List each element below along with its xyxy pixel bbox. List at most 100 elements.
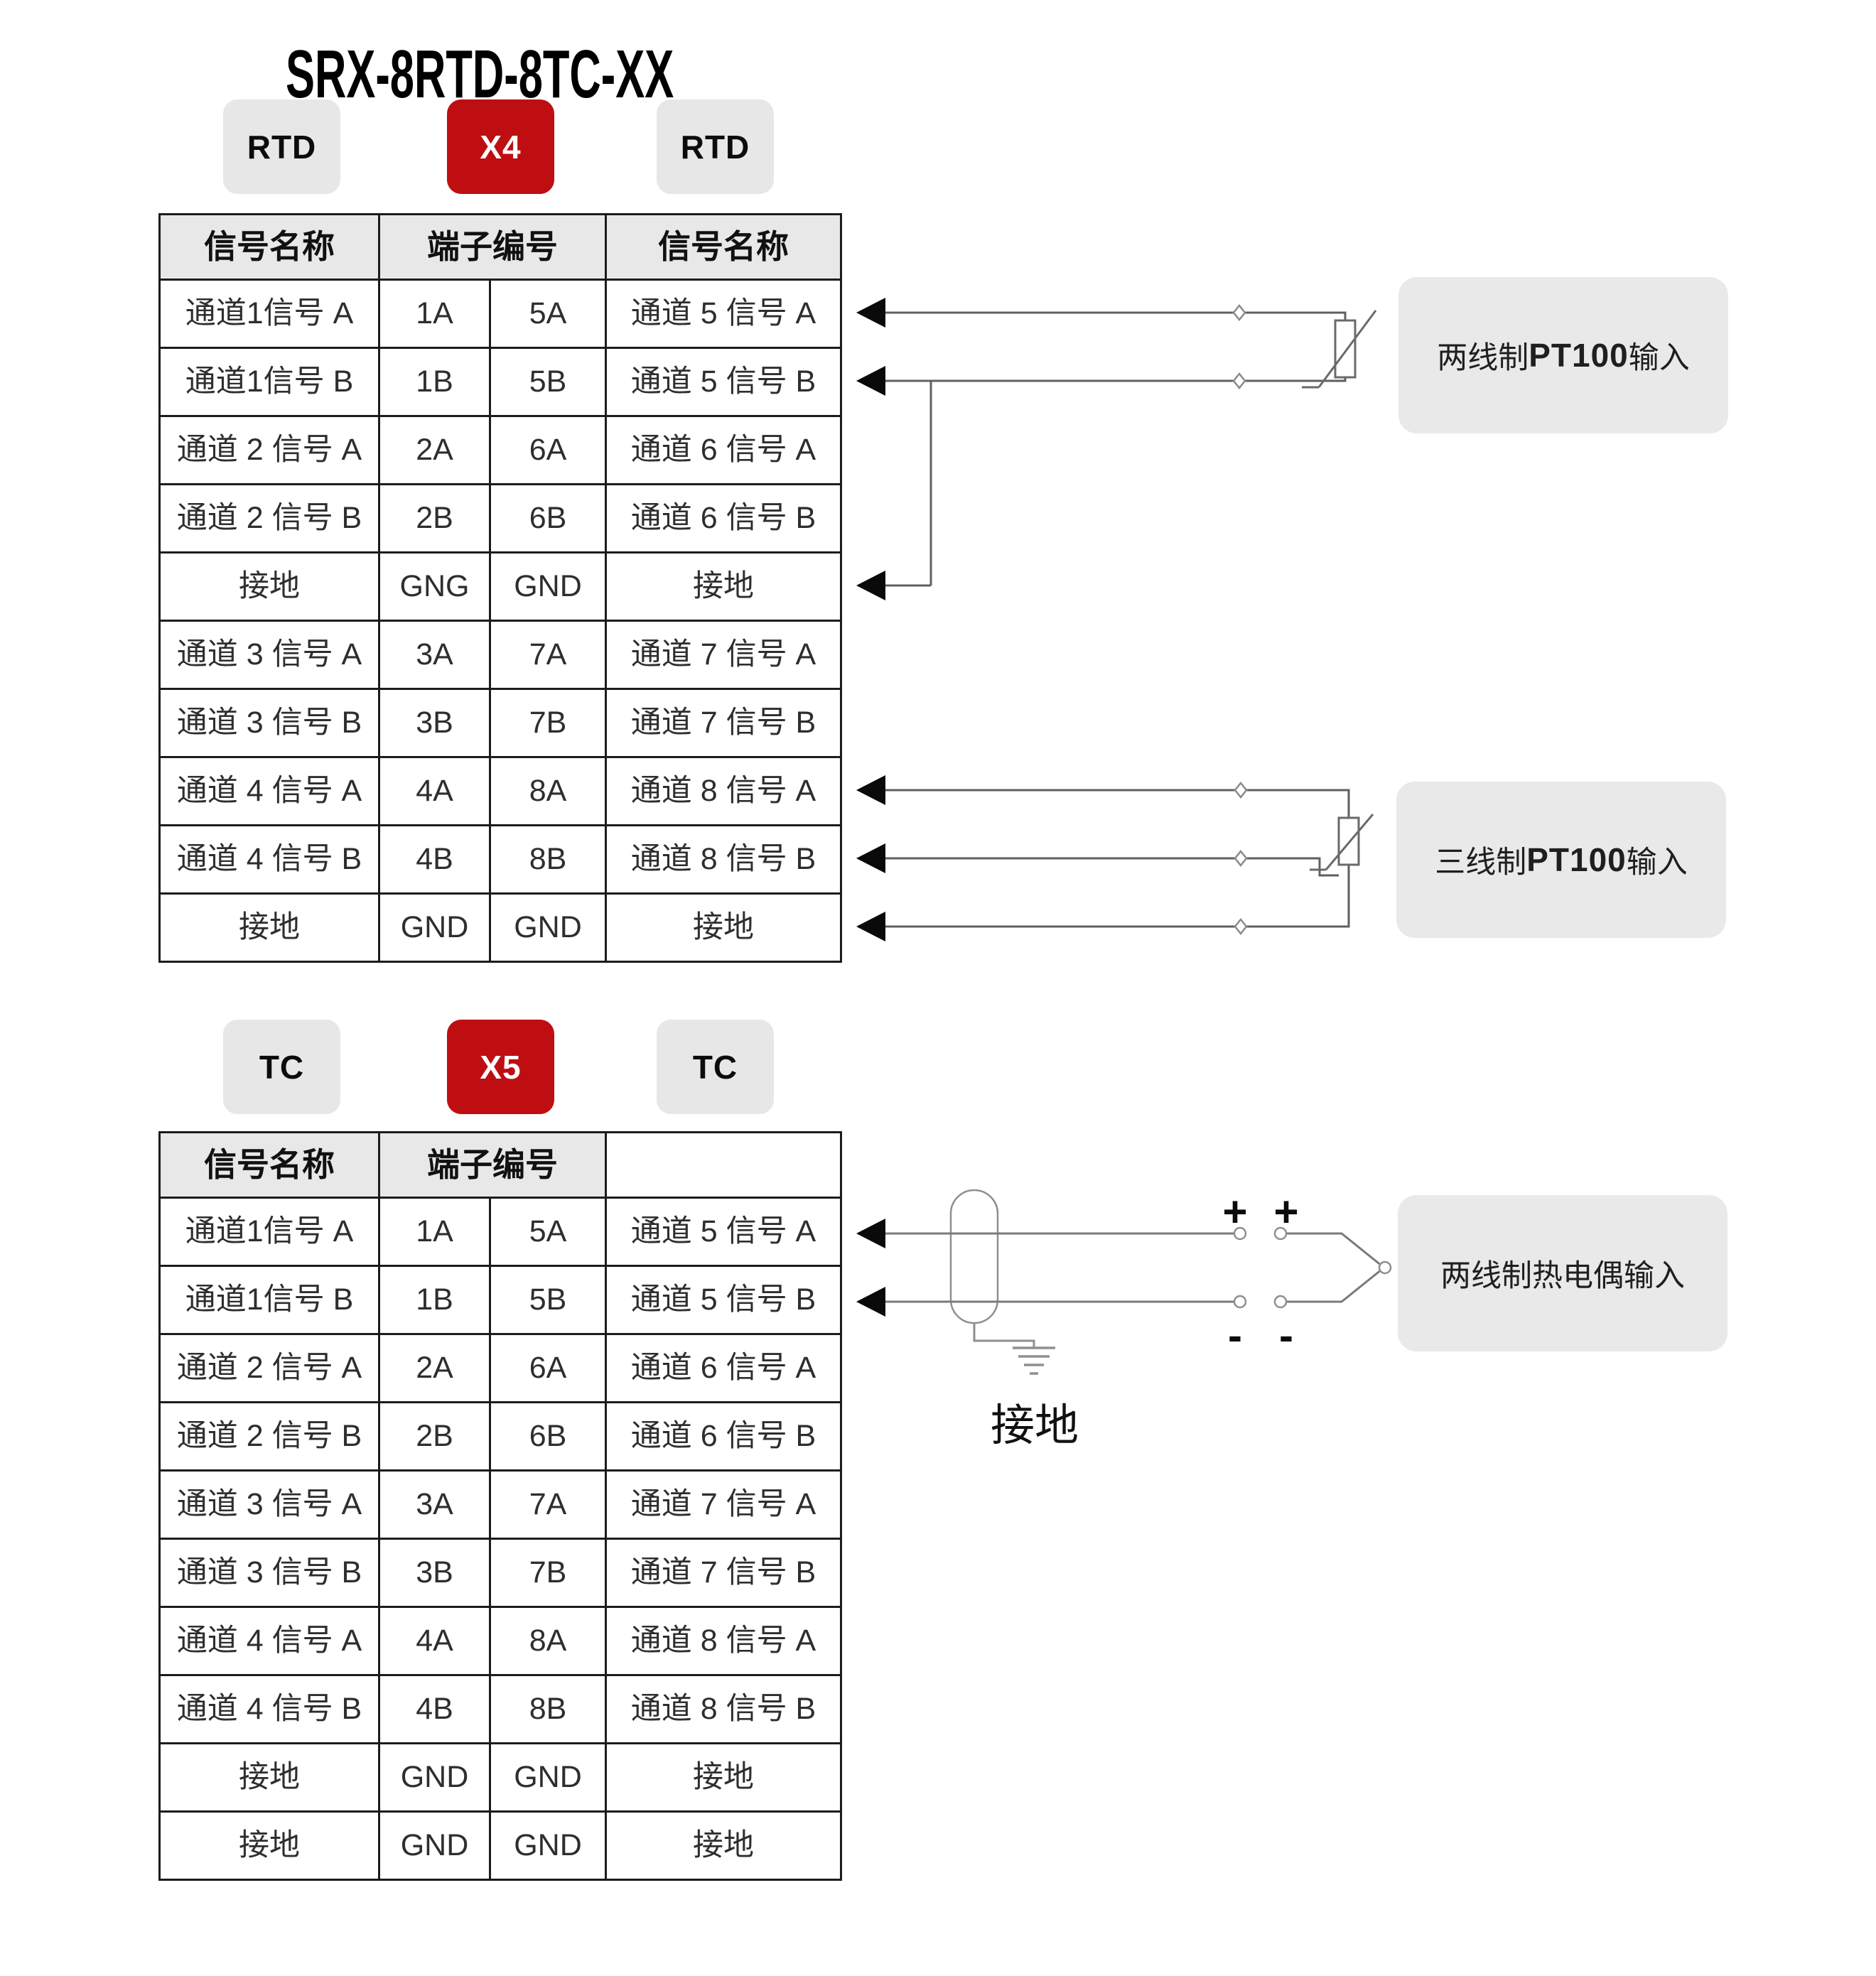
signal-name-cell: 通道 8 信号 A	[605, 756, 842, 826]
three-wire-pt100-circuit	[882, 781, 1374, 936]
terminal-number-cell: 2B	[378, 483, 491, 554]
note-text: 两线制热电偶输入	[1440, 1259, 1685, 1293]
signal-name-cell: 通道 6 信号 B	[605, 483, 842, 554]
signal-name-cell: 通道 3 信号 A	[158, 620, 380, 690]
terminal-number-cell: 4A	[378, 756, 491, 826]
column-header: 端子编号	[378, 213, 607, 281]
terminal-number-cell: 8B	[489, 1674, 607, 1744]
wire-ch5b	[882, 377, 1347, 382]
left-arrowhead-icon	[856, 366, 885, 396]
wire-tc-junction-plus	[1286, 1232, 1382, 1267]
terminal-number-cell: 7A	[489, 620, 607, 690]
terminal-circle-icon	[1233, 1295, 1247, 1309]
terminal-number-cell: 5A	[489, 279, 607, 349]
ground-label: 接地	[990, 1399, 1079, 1451]
note-thermocouple: 两线制热电偶输入	[1398, 1195, 1727, 1351]
terminal-number-cell: 4B	[378, 824, 491, 895]
signal-name-cell: 通道 2 信号 A	[158, 415, 380, 485]
terminal-number-cell: GND	[489, 892, 607, 963]
signal-name-cell: 接地	[605, 1810, 842, 1881]
terminal-number-cell: 8A	[489, 1606, 607, 1676]
signal-name-cell: 通道 5 信号 A	[605, 1197, 842, 1267]
signal-name-cell: 接地	[158, 1742, 380, 1813]
shield-drain-wire	[973, 1323, 1035, 1348]
terminal-number-cell: GND	[489, 1742, 607, 1813]
signal-name-cell: 通道 6 信号 B	[605, 1401, 842, 1472]
badge-rtd-left: RTD	[223, 99, 340, 194]
terminal-number-cell: 3B	[378, 688, 491, 758]
signal-name-cell: 通道 6 信号 A	[605, 1333, 842, 1403]
terminal-number-cell: 5B	[489, 1265, 607, 1335]
terminal-number-cell: 6A	[489, 1333, 607, 1403]
terminal-number-cell: 2A	[378, 1333, 491, 1403]
terminal-number-cell: 8A	[489, 756, 607, 826]
wire-ground	[882, 865, 1350, 928]
signal-name-cell: 通道 4 信号 A	[158, 756, 380, 826]
signal-name-cell: 通道 3 信号 B	[158, 1538, 380, 1608]
signal-name-cell: 接地	[605, 551, 842, 622]
wire-ch8b	[882, 857, 1339, 877]
terminal-number-cell: 1B	[378, 347, 491, 417]
signal-name-cell: 通道 7 信号 A	[605, 620, 842, 690]
signal-name-cell: 接地	[158, 892, 380, 963]
minus-sign: -	[1279, 1312, 1293, 1359]
terminal-number-cell: 3A	[378, 620, 491, 690]
diamond-marker-icon	[1232, 372, 1246, 390]
terminal-number-cell: 6B	[489, 483, 607, 554]
wire-ch8a	[882, 789, 1350, 818]
terminal-number-cell: 1B	[378, 1265, 491, 1335]
badge-tc-right: TC	[657, 1020, 774, 1114]
signal-name-cell: 通道1信号 A	[158, 1197, 380, 1267]
left-arrowhead-icon	[856, 843, 885, 873]
thermocouple-circuit	[882, 1189, 1392, 1375]
signal-name-cell: 接地	[158, 1810, 380, 1881]
left-arrowhead-icon	[856, 912, 885, 941]
left-arrowhead-icon	[856, 298, 885, 328]
terminal-number-cell: 4B	[378, 1674, 491, 1744]
plus-sign: +	[1273, 1188, 1299, 1236]
signal-name-cell: 通道 3 信号 B	[158, 688, 380, 758]
note-text-bold: PT100	[1526, 841, 1627, 878]
signal-name-cell: 通道1信号 A	[158, 279, 380, 349]
signal-name-cell: 接地	[158, 551, 380, 622]
signal-name-cell: 通道 4 信号 A	[158, 1606, 380, 1676]
plus-sign: +	[1222, 1188, 1248, 1236]
row-pointers	[856, 298, 885, 1317]
terminal-number-cell: 3B	[378, 1538, 491, 1608]
terminal-number-cell: 8B	[489, 824, 607, 895]
signal-name-cell: 通道 6 信号 A	[605, 415, 842, 485]
badge-tc-left: TC	[223, 1020, 340, 1114]
terminal-number-cell: 7B	[489, 1538, 607, 1608]
badge-connector-x5: X5	[447, 1020, 554, 1114]
wire-shield-to-ground	[882, 381, 932, 587]
terminal-number-cell: GND	[489, 1810, 607, 1881]
header-row: 信号名称端子编号	[158, 1131, 842, 1199]
note-text-bold: PT100	[1529, 337, 1629, 374]
signal-name-cell: 通道 2 信号 B	[158, 1401, 380, 1472]
note-text: 两线制	[1437, 341, 1529, 375]
terminal-number-cell: 4A	[378, 1606, 491, 1676]
signal-name-cell: 通道 8 信号 B	[605, 1674, 842, 1744]
column-header: 端子编号	[378, 1131, 607, 1199]
terminal-number-cell: 3A	[378, 1469, 491, 1540]
terminal-number-cell: 6A	[489, 415, 607, 485]
note-two-wire-pt100: 两线制 PT100 输入	[1398, 277, 1728, 433]
column-header: 信号名称	[605, 213, 842, 281]
left-arrowhead-icon	[856, 571, 885, 600]
two-wire-pt100-circuit	[882, 303, 1377, 587]
signal-name-cell: 接地	[605, 892, 842, 963]
